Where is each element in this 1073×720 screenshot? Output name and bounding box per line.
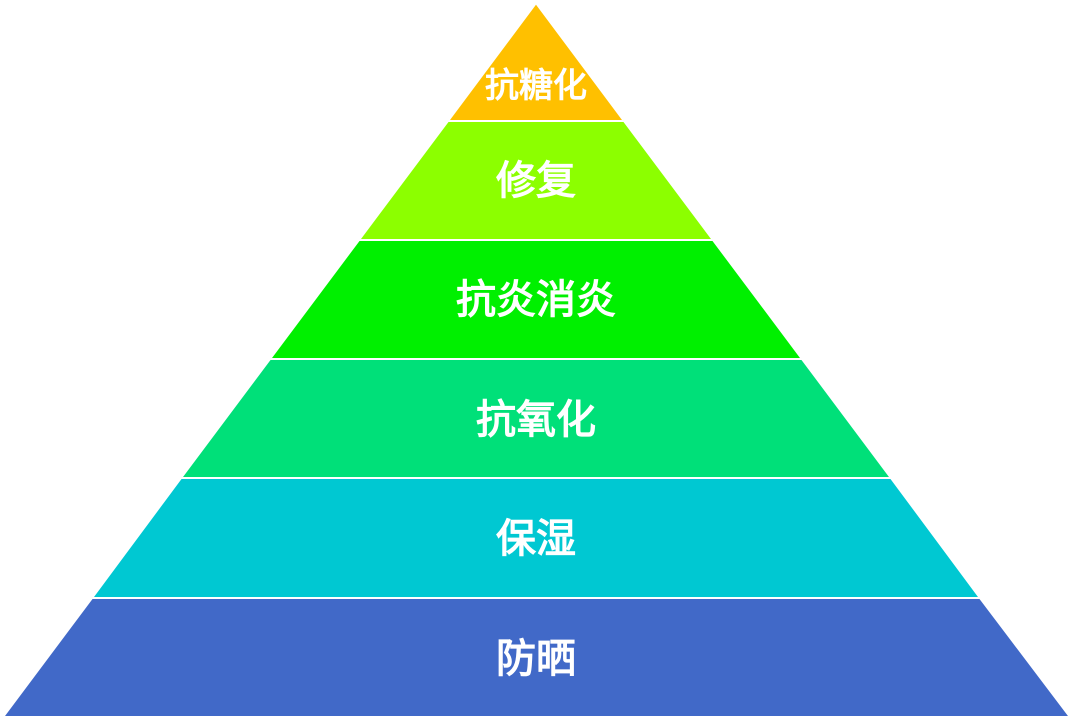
tier-1: 抗糖化 — [446, 1, 626, 122]
tier-4: 抗氧化 — [179, 358, 893, 479]
tier-6-shape — [1, 597, 1073, 718]
tier-5-label: 保湿 — [496, 516, 576, 562]
tier-5: 保湿 — [90, 477, 982, 599]
tier-1-label: 抗糖化 — [485, 66, 587, 106]
tier-4-label: 抗氧化 — [476, 397, 596, 443]
tier-6-label: 防晒 — [496, 636, 576, 682]
tier-2: 修复 — [357, 120, 715, 241]
tier-2-label: 修复 — [496, 158, 576, 204]
tier-3: 抗炎消炎 — [268, 239, 804, 360]
tier-6: 防晒 — [1, 597, 1073, 718]
tier-3-label: 抗炎消炎 — [456, 277, 616, 323]
